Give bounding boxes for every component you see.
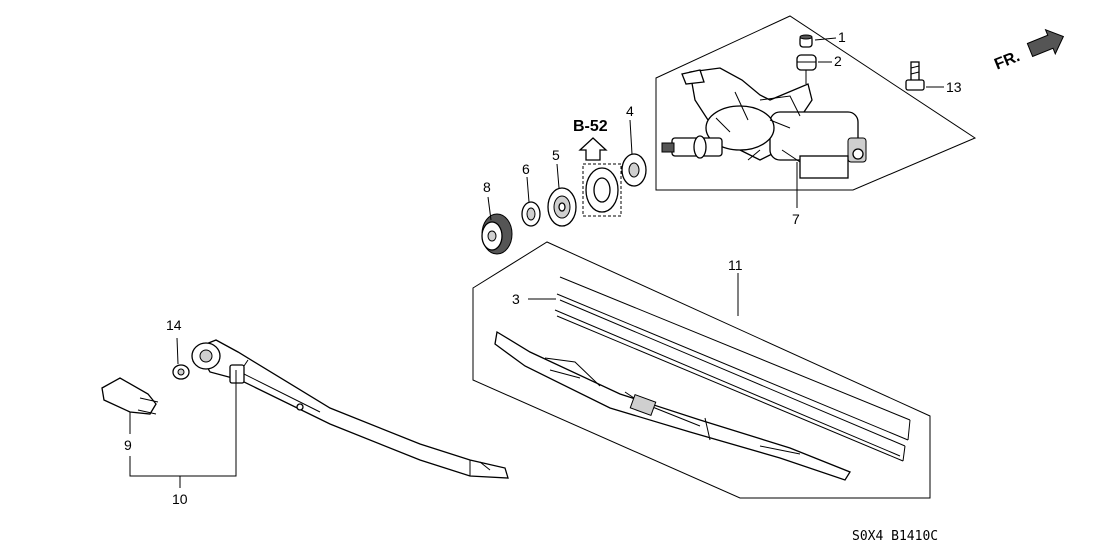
bracket-tab (681, 69, 705, 85)
motor-group-outline (655, 15, 977, 191)
grommet-part-2 (796, 54, 832, 84)
cap-part-8 (481, 196, 513, 255)
bolt-part-13 (905, 61, 944, 91)
arm-body (195, 339, 509, 479)
arm-spring-clip (229, 364, 245, 384)
reference-label: B-52 (573, 118, 608, 135)
front-direction-arrow: FR. (992, 28, 1065, 74)
arm-rivet (296, 403, 304, 411)
gear-housing (705, 105, 775, 151)
callout-8: 8 (483, 179, 491, 195)
arm-pivot-hole (199, 349, 213, 363)
nut-part-6 (521, 176, 541, 227)
callout-7: 7 (792, 211, 800, 227)
callout-13: 13 (946, 79, 962, 95)
cushion-part (585, 167, 619, 213)
shaft-collar (693, 135, 707, 159)
callout-6: 6 (522, 161, 530, 177)
seal-part-5 (547, 163, 577, 227)
motor-assembly-group (655, 15, 977, 208)
arrow-icon (1026, 28, 1065, 58)
leader-10-bracket (129, 370, 237, 488)
blade-rubber-end (902, 419, 911, 462)
shaft-tip (661, 142, 675, 153)
callout-10: 10 (172, 491, 188, 507)
callout-2: 2 (834, 53, 842, 69)
callout-1: 1 (838, 29, 846, 45)
blade-center-clip (629, 394, 657, 416)
callout-3: 3 (512, 291, 520, 307)
washer-part-4 (621, 119, 647, 187)
motor-body (769, 111, 859, 161)
bracket-details (715, 91, 801, 163)
catalog-code: S0X4 B1410C (852, 529, 938, 544)
reference-b52: B-52 (573, 118, 622, 217)
wiper-arm (191, 339, 509, 479)
motor-end-bolt (852, 148, 864, 160)
callout-5: 5 (552, 147, 560, 163)
callout-9: 9 (124, 437, 132, 453)
blade-rubber-strip (554, 276, 911, 462)
up-arrow-icon (578, 137, 608, 161)
motor-mount-foot (799, 155, 849, 179)
callout-14: 14 (166, 317, 182, 333)
arm-cap-part-9 (101, 377, 159, 434)
blade-group-outline (472, 241, 931, 499)
front-direction-label: FR. (992, 48, 1022, 73)
callout-4: 4 (626, 103, 634, 119)
cap-part-1 (799, 34, 837, 48)
nut-part-14 (172, 337, 190, 380)
blade-frame (494, 330, 851, 481)
callout-11: 11 (728, 257, 743, 273)
wiper-blade-group (472, 241, 931, 499)
